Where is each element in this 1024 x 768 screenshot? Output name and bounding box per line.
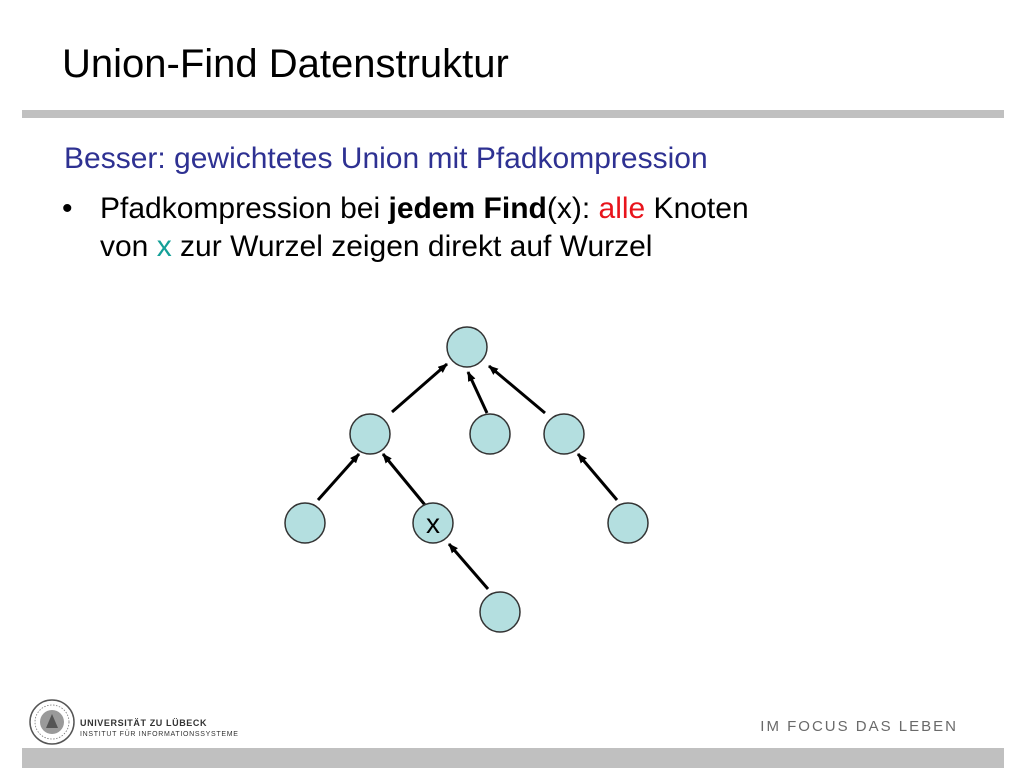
slide-subtitle: Besser: gewichtetes Union mit Pfadkompre… [64,142,708,175]
bullet-text-segment: zur Wurzel zeigen direkt auf Wurzel [171,230,653,263]
edge-arrow [447,543,490,590]
bullet-line-2: von x zur Wurzel zeigen direkt auf Wurze… [100,228,940,266]
tree-node [349,413,391,455]
bullet-text-segment: (x): [546,192,599,225]
university-name: UNIVERSITÄT ZU LÜBECK [80,718,208,728]
node-label-x: x [426,508,440,539]
tree-node [469,413,511,455]
footer-bar [22,748,1004,768]
edge-arrow [466,371,489,414]
bullet-symbol: • [62,192,73,225]
edge-arrow [576,453,619,501]
edge-arrow [488,364,546,415]
header-divider [22,110,1004,118]
bullet-text-highlight-red: alle [598,192,646,225]
bullet-text-segment: Pfadkompression bei [100,192,389,225]
tree-node [284,502,326,544]
bullet-text-segment: Knoten [645,192,749,225]
institute-name: INSTITUT FÜR INFORMATIONSSYSTEME [80,731,239,738]
bullet-line-1: Pfadkompression bei jedem Find(x): alle … [100,190,940,228]
edge-arrow [381,453,427,506]
edge-arrow [391,362,448,414]
tree-node-x [412,502,454,544]
bullet-text-bold: jedem Find [388,192,547,225]
university-seal-icon [29,699,75,745]
bullet-text-highlight-teal: x [156,230,172,263]
university-motto: IM FOCUS DAS LEBEN [760,718,958,735]
tree-node-root [446,326,488,368]
bullet-text-segment: von [100,230,157,263]
bullet-text: Pfadkompression bei jedem Find(x): alle … [100,190,940,266]
tree-node [607,502,649,544]
tree-node [543,413,585,455]
tree-node [479,591,521,633]
slide-title: Union-Find Datenstruktur [62,42,509,86]
edge-arrow [316,453,361,501]
